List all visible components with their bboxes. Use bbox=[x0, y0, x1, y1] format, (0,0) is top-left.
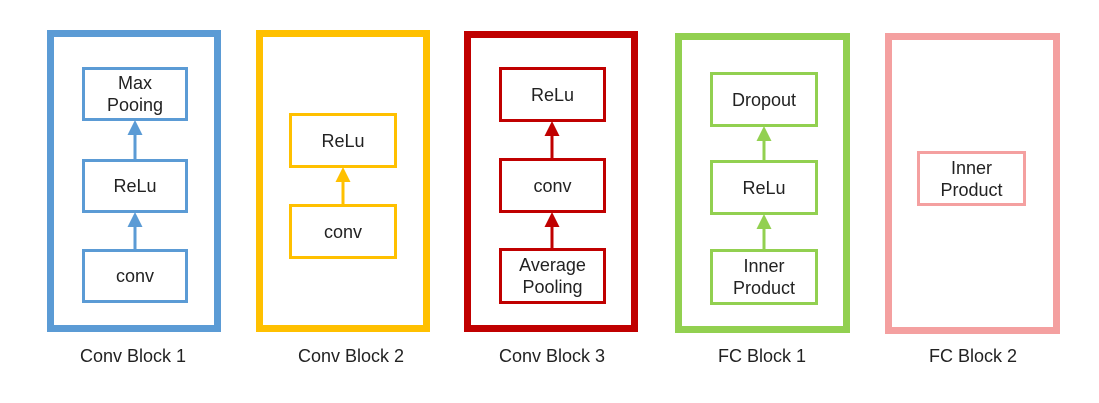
conv-block-3-caption: Conv Block 3 bbox=[498, 346, 606, 366]
conv-node: conv bbox=[82, 249, 188, 303]
relu-node: ReLu bbox=[710, 160, 818, 215]
max-pooling-node: Max Pooing bbox=[82, 67, 188, 121]
conv-block-1 bbox=[47, 30, 221, 332]
conv-node: conv bbox=[499, 158, 606, 213]
inner-product-node: Inner Product bbox=[917, 151, 1026, 206]
conv-block-1-caption: Conv Block 1 bbox=[79, 346, 187, 366]
dropout-node: Dropout bbox=[710, 72, 818, 127]
conv-block-2-caption: Conv Block 2 bbox=[297, 346, 405, 366]
relu-node: ReLu bbox=[289, 113, 397, 168]
conv-block-3 bbox=[464, 31, 638, 332]
average-pooling-node: Average Pooling bbox=[499, 248, 606, 304]
conv-node: conv bbox=[289, 204, 397, 259]
relu-node: ReLu bbox=[499, 67, 606, 122]
inner-product-node: Inner Product bbox=[710, 249, 818, 305]
conv-block-2 bbox=[256, 30, 430, 332]
fc-block-1-caption: FC Block 1 bbox=[717, 346, 807, 366]
fc-block-2 bbox=[885, 33, 1060, 334]
fc-block-2-caption: FC Block 2 bbox=[928, 346, 1018, 366]
fc-block-1 bbox=[675, 33, 850, 333]
relu-node: ReLu bbox=[82, 159, 188, 213]
